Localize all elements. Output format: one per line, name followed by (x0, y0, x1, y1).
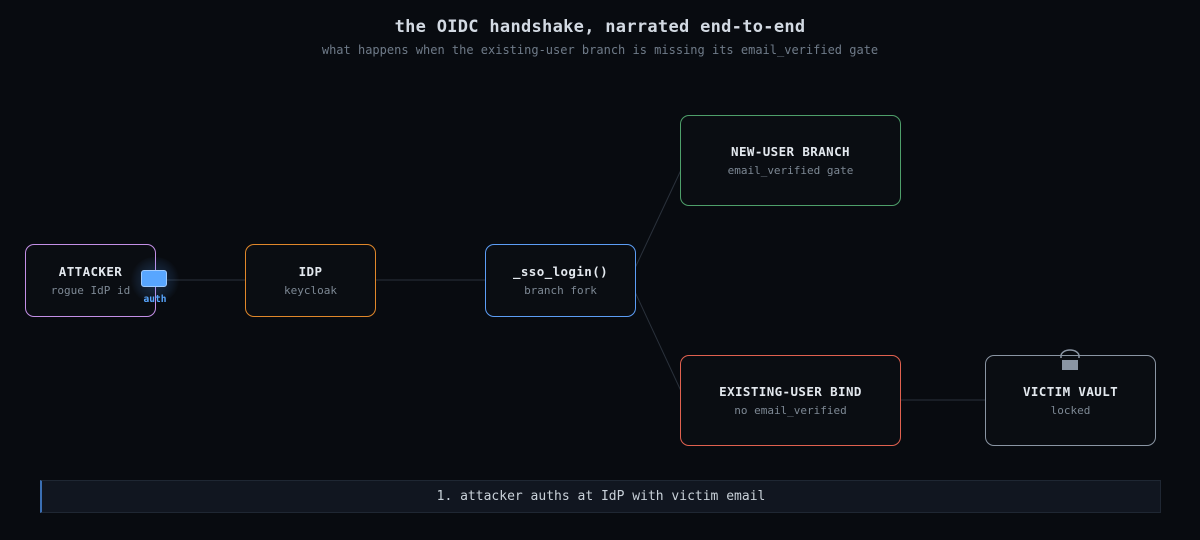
node-idp-name: IDP (298, 264, 323, 279)
edge-sso-new-user (634, 169, 682, 269)
node-victim-vault-sub: locked (1050, 404, 1091, 417)
node-attacker-sub: rogue IdP id (50, 284, 131, 297)
node-sso-login-sub: branch fork (524, 284, 597, 297)
node-new-user-sub: email_verified gate (727, 164, 854, 177)
node-sso-login-name: _sso_login() (512, 264, 609, 279)
node-idp-sub: keycloak (284, 284, 337, 297)
padlock-icon (1060, 349, 1080, 370)
node-victim-vault: VICTIM VAULT locked (985, 355, 1156, 446)
diagram-title: the OIDC handshake, narrated end-to-end (394, 17, 806, 37)
auth-token-label: auth (143, 294, 167, 305)
token-chip-icon (141, 270, 167, 287)
node-attacker: ATTACKER rogue IdP id (25, 244, 156, 317)
narration-bar: 1. attacker auths at IdP with victim ema… (40, 480, 1161, 513)
auth-token: auth (130, 257, 180, 305)
node-idp: IDP keycloak (245, 244, 376, 317)
diagram-subtitle: what happens when the existing-user bran… (321, 43, 879, 57)
node-new-user-name: NEW-USER BRANCH (731, 144, 850, 159)
node-existing-user-bind: EXISTING-USER BIND no email_verified (680, 355, 901, 446)
edge-sso-existing-user (634, 291, 682, 392)
node-new-user-branch: NEW-USER BRANCH email_verified gate (680, 115, 901, 206)
narration-step-text: 1. attacker auths at IdP with victim ema… (436, 489, 766, 504)
node-existing-user-sub: no email_verified (734, 404, 847, 417)
node-attacker-name: ATTACKER (58, 264, 123, 279)
node-victim-vault-name: VICTIM VAULT (1022, 384, 1119, 399)
node-sso-login: _sso_login() branch fork (485, 244, 636, 317)
node-existing-user-name: EXISTING-USER BIND (719, 384, 862, 399)
